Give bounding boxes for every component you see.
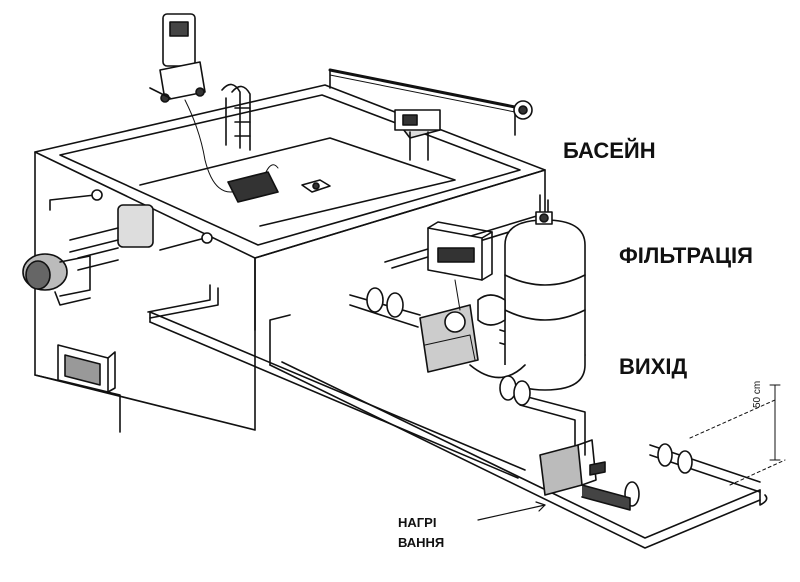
piping [147, 194, 768, 549]
pipe-unions [366, 287, 693, 507]
label-heating-line2: ВАННЯ [398, 535, 445, 550]
label-pool: БАСЕЙН [563, 138, 656, 163]
sand-filter [504, 211, 586, 391]
label-outlet: ВИХІД [619, 354, 688, 379]
label-heating-line1: НАГРІ [398, 515, 437, 530]
pool-ladder [221, 83, 251, 151]
pool-cover-roller [328, 68, 533, 136]
heating-pointer [477, 501, 546, 521]
pool-cleaner [149, 13, 279, 203]
label-heating: НАГРІ ВАННЯ [398, 513, 444, 553]
skimmer [394, 109, 441, 161]
label-dimension: 50 cm [752, 380, 763, 408]
heater [539, 439, 631, 511]
return-inlets [49, 189, 213, 251]
electrical-control-box [57, 344, 116, 393]
swim-jet-unit [22, 204, 154, 306]
label-filtration: ФІЛЬТРАЦІЯ [619, 243, 753, 268]
filter-pump [419, 294, 526, 379]
control-panel [427, 221, 493, 311]
dimension-marker [689, 384, 786, 486]
floor-drain [301, 179, 331, 193]
